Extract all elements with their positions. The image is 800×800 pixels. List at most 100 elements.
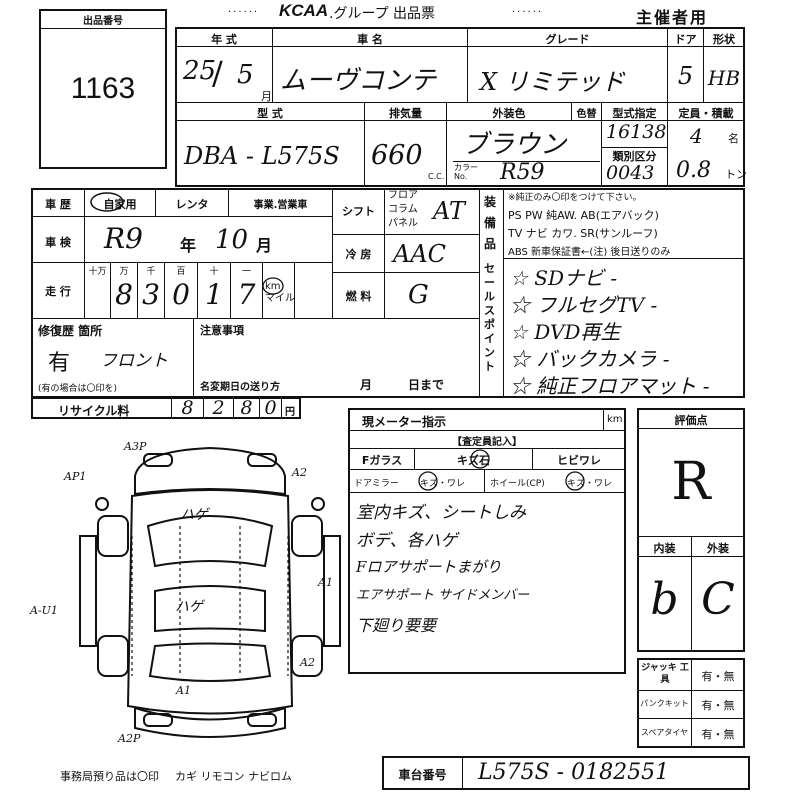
color-no-label: カラー No. bbox=[454, 163, 478, 181]
organizer-label: 主催者用 bbox=[636, 8, 709, 27]
f-glass-label: Fガラス bbox=[361, 454, 403, 467]
month-value: 5 bbox=[237, 60, 254, 90]
capacity-label: 定員・積載 bbox=[678, 107, 734, 120]
digit-one: 一 bbox=[241, 267, 251, 277]
sales-point-3: ☆ DVD再生 bbox=[510, 320, 621, 344]
exterior-value: C bbox=[701, 574, 735, 625]
inspection-label: 車 検 bbox=[45, 236, 71, 249]
exterior-label: 外装 bbox=[707, 542, 729, 555]
lot-number-label: 出品番号 bbox=[83, 16, 123, 27]
spare-tire-options: 有・無 bbox=[701, 728, 735, 741]
displacement-value: 660 bbox=[371, 140, 423, 171]
mileage-digit-5: 7 bbox=[237, 278, 256, 311]
car-name-value: ムーヴコンテ bbox=[280, 66, 437, 96]
digit-hundred: 百 bbox=[176, 267, 186, 277]
shift-value: AT bbox=[433, 197, 466, 225]
vehicle-table bbox=[175, 27, 745, 187]
mileage-digit-4: 1 bbox=[205, 278, 223, 311]
recycle-digit-2: 2 bbox=[212, 397, 225, 419]
sales-point-4: ☆ バックカメラ - bbox=[510, 347, 670, 371]
inspection-year-unit: 年 bbox=[180, 236, 197, 255]
color-change-label: 色替 bbox=[576, 109, 597, 120]
mileage-digit-2: 3 bbox=[142, 278, 160, 311]
puncture-kit-label: パンクキット bbox=[640, 699, 689, 708]
mileage-label: 走 行 bbox=[45, 285, 71, 298]
score-value: R bbox=[671, 452, 711, 512]
model-label: 型 式 bbox=[257, 107, 283, 120]
category-value: 0043 bbox=[606, 162, 655, 184]
diagram-mark-2: AP1 bbox=[64, 470, 87, 483]
diagram-mark-6: A1 bbox=[318, 576, 333, 589]
wheel-label: ホイール(CP) bbox=[490, 479, 545, 489]
recycle-digit-4: 0 bbox=[264, 397, 277, 419]
score-box bbox=[637, 408, 745, 652]
car-diagram bbox=[79, 446, 341, 738]
cc-unit: C.C. bbox=[428, 172, 445, 181]
brand-logo: KCAA bbox=[279, 1, 329, 20]
digit-hundred-thousand: 十万 bbox=[88, 267, 107, 277]
equipment-note: ※純正のみ〇印をつけて下さい。 bbox=[508, 193, 642, 203]
diagram-mark-8: A2 bbox=[300, 656, 315, 669]
color-value: ブラウン bbox=[462, 130, 567, 160]
digit-ten: 十 bbox=[209, 267, 219, 277]
repair-note: (有の場合は〇印を) bbox=[38, 384, 118, 394]
crack-label: ヒビワレ bbox=[557, 454, 601, 467]
digit-ten-thousand: 万 bbox=[119, 267, 129, 277]
inspection-month-value: 10 bbox=[215, 225, 249, 255]
lot-number-box bbox=[39, 9, 167, 169]
ac-value: AAC bbox=[393, 240, 447, 268]
assessment-box bbox=[348, 408, 626, 674]
load-unit: トン bbox=[725, 168, 747, 181]
diagram-mark-7: A-U1 bbox=[30, 604, 58, 617]
mileage-digit-3: 0 bbox=[172, 278, 190, 311]
keys-label: カギ リモコン ナビロム bbox=[175, 770, 292, 783]
interior-value: b bbox=[650, 574, 679, 625]
jack-options: 有・無 bbox=[701, 670, 735, 683]
door-mirror-options: キズ・ワレ bbox=[420, 479, 466, 489]
year-value: 25 bbox=[183, 56, 217, 86]
mileage-digit-1: 8 bbox=[115, 278, 133, 311]
type-designation-value: 16138 bbox=[606, 121, 667, 143]
capacity-value: 4 bbox=[690, 124, 703, 148]
sales-point-2: ☆ フルセグTV - bbox=[510, 293, 658, 317]
notes-label: 注意事項 bbox=[200, 324, 244, 337]
name-change-day: 日まで bbox=[408, 378, 445, 392]
inspection-month-unit: 月 bbox=[256, 236, 273, 255]
history-rental: レンタ bbox=[175, 198, 209, 211]
month-unit: 月 bbox=[261, 90, 272, 103]
chassis-label: 車台番号 bbox=[398, 768, 447, 782]
puncture-kit-options: 有・無 bbox=[701, 699, 735, 712]
current-meter-label: 現メーター指示 bbox=[362, 415, 447, 429]
fuel-label: 燃 料 bbox=[345, 290, 372, 303]
yen-label: 円 bbox=[285, 407, 295, 418]
repair-value: 有 bbox=[48, 351, 71, 376]
chassis-value: L575S - 0182551 bbox=[478, 760, 670, 785]
door-label: ドア bbox=[674, 33, 697, 46]
ac-label: 冷 房 bbox=[345, 248, 372, 261]
digit-thousand: 千 bbox=[146, 267, 156, 277]
chassis-box bbox=[382, 756, 750, 790]
door-mirror-label: ドアミラー bbox=[354, 479, 399, 489]
inspector-note-4: エアサポート サイドメンバー bbox=[356, 588, 530, 603]
equipment-label: 装 備 品 bbox=[484, 195, 497, 251]
type-designation-label: 型式指定 bbox=[612, 107, 657, 120]
grade-label: グレード bbox=[545, 33, 590, 46]
diagram-mark-1: A3P bbox=[124, 440, 147, 453]
equipment-line-3: TV ナビ カワ. SR(サンルーフ) bbox=[508, 227, 658, 240]
sales-point-5: ☆ 純正フロアマット - bbox=[510, 374, 710, 398]
office-items-label: 事務局預り品は〇印 bbox=[60, 770, 159, 783]
diagram-mark-10: A2P bbox=[118, 732, 141, 745]
capacity-unit: 名 bbox=[728, 132, 739, 145]
doors-value: 5 bbox=[677, 62, 694, 90]
recycle-label: リサイクル料 bbox=[58, 404, 130, 418]
scratch-stone-label: キズ石 bbox=[457, 454, 490, 467]
inspection-year-value: R9 bbox=[104, 222, 143, 255]
details-table bbox=[31, 188, 745, 398]
fuel-value: G bbox=[408, 280, 429, 310]
grade-value: X リミテッド bbox=[480, 68, 625, 96]
category-label: 類別区分 bbox=[612, 150, 657, 163]
equipment-line-4: ABS 新車保証書←(注) 後日送りのみ bbox=[508, 247, 671, 258]
recycle-digit-3: 8 bbox=[240, 397, 253, 419]
repair-location: フロント bbox=[100, 351, 168, 371]
km-mile-label: km マイル bbox=[265, 281, 295, 304]
